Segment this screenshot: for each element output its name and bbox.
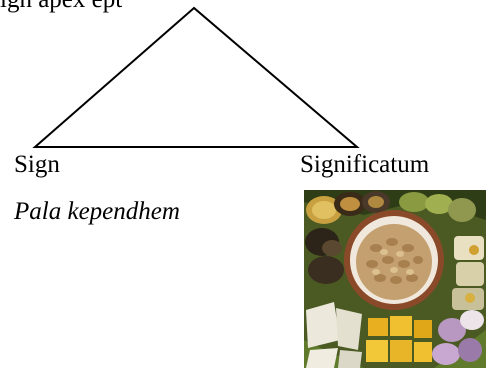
cassava-pieces <box>306 302 362 368</box>
triangle-outline <box>32 6 360 148</box>
yellow-cubes <box>366 316 432 362</box>
significatum-photo <box>304 190 486 368</box>
sign-label: Sign <box>14 151 60 178</box>
food-platter-image <box>304 190 486 368</box>
purple-tubers <box>432 310 484 365</box>
peanut-bowl <box>344 210 444 310</box>
significatum-label: Significatum <box>300 151 430 178</box>
wrapped-sweets <box>452 236 484 310</box>
roasted-tubers <box>305 228 344 284</box>
top-partial-text: ign apex ept <box>0 0 490 14</box>
plantain-slices <box>306 191 476 224</box>
sign-example-text: Pala kependhem <box>14 198 180 225</box>
